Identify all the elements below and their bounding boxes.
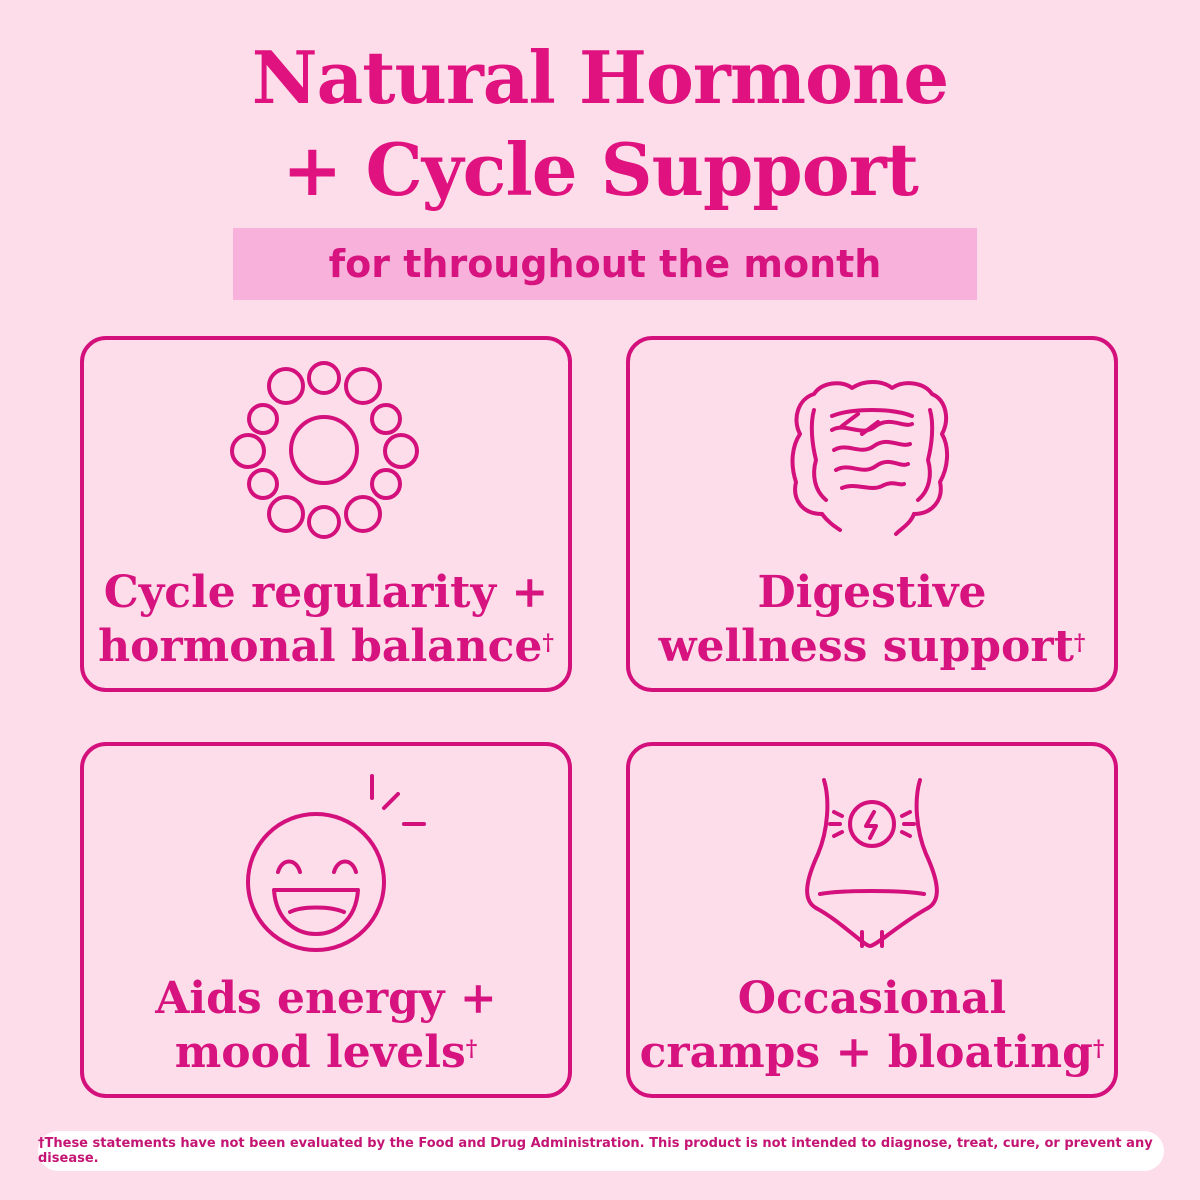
benefit-card-energy: Aids energy + mood levels† [80, 742, 572, 1098]
benefit-label: Aids energy + mood levels† [84, 972, 568, 1080]
title-line-2: + Cycle Support [282, 127, 919, 212]
benefit-line-1: Cycle regularity + [103, 567, 549, 618]
benefit-line-2: cramps + bloating† [639, 1027, 1105, 1078]
title-line-1: Natural Hormone [251, 35, 949, 120]
intestine-icon [630, 364, 1114, 544]
benefit-label: Occasional cramps + bloating† [630, 972, 1114, 1080]
page-title: Natural Hormone + Cycle Support [0, 32, 1200, 216]
benefit-line-1: Digestive [757, 567, 987, 618]
dagger-mark: † [542, 630, 554, 656]
benefit-card-cramps: Occasional cramps + bloating† [626, 742, 1118, 1098]
subtitle-banner: for throughout the month [233, 228, 977, 300]
benefit-line-2: mood levels† [174, 1027, 478, 1078]
fda-disclaimer: †These statements have not been evaluate… [38, 1131, 1164, 1171]
benefit-card-cycle: Cycle regularity + hormonal balance† [80, 336, 572, 692]
benefit-label: Cycle regularity + hormonal balance† [84, 566, 568, 674]
dagger-mark: † [465, 1036, 478, 1062]
benefit-card-digestive: Digestive wellness support† [626, 336, 1118, 692]
benefit-line-2: hormonal balance† [98, 621, 554, 672]
benefit-label: Digestive wellness support† [630, 566, 1114, 674]
smiley-face-icon [84, 770, 568, 952]
benefit-line-1: Aids energy + [155, 973, 497, 1024]
benefit-line-2: wellness support† [658, 621, 1086, 672]
benefit-line-1: Occasional [737, 973, 1007, 1024]
dagger-mark: † [1092, 1036, 1105, 1062]
abdomen-cramp-icon [630, 770, 1114, 950]
dagger-mark: † [1073, 630, 1086, 656]
cycle-circles-icon [84, 361, 568, 544]
